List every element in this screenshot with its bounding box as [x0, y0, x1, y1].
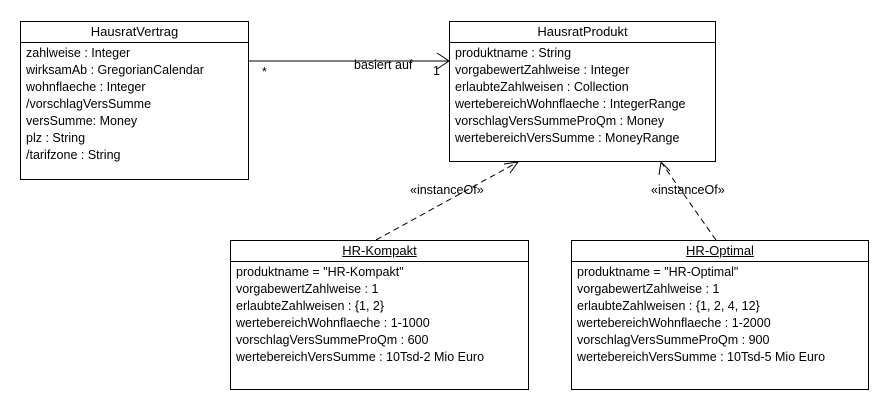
attribute: produktname = "HR-Optimal" [577, 265, 739, 279]
class-name: HausratProdukt [450, 22, 715, 43]
attribute: wohnflaeche : Integer [26, 80, 146, 94]
optimal-dependency-line [660, 161, 717, 241]
attribute: produktname = "HR-Kompakt" [236, 265, 404, 279]
association-label: basiert auf [354, 58, 413, 72]
attribute: vorschlagVersSummeProQm : 600 [236, 333, 429, 347]
target-multiplicity: 1 [433, 64, 440, 78]
attribute: vorschlagVersSummeProQm : 900 [577, 333, 770, 347]
attribute: versSumme: Money [26, 114, 138, 128]
attribute: wertebereichVersSumme : MoneyRange [455, 131, 680, 145]
attribute: wertebereichVersSumme : 10Tsd-5 Mio Euro [577, 350, 826, 364]
attribute: wirksamAb : GregorianCalendar [26, 63, 204, 77]
class-hausratprodukt[interactable]: HausratProdukt produktname : String vorg… [449, 21, 716, 162]
attribute: wertebereichWohnflaeche : 1-1000 [236, 316, 430, 330]
attribute: /tarifzone : String [26, 148, 121, 162]
attribute: vorschlagVersSummeProQm : Money [455, 114, 665, 128]
source-multiplicity: * [262, 65, 267, 79]
attribute: wertebereichWohnflaeche : IntegerRange [455, 97, 686, 111]
attribute: vorgabewertZahlweise : 1 [236, 282, 379, 296]
kompakt-dependency-line [375, 161, 519, 241]
attribute: wertebereichWohnflaeche : 1-2000 [577, 316, 771, 330]
class-hausratvertrag[interactable]: HausratVertrag zahlweise : Integer wirks… [20, 21, 249, 180]
optimal-instanceof-label: «instanceOf» [651, 183, 725, 197]
object-hr-optimal[interactable]: HR-Optimal produktname = "HR-Optimal" vo… [571, 240, 869, 390]
attribute: plz : String [26, 131, 86, 145]
object-name: HR-Optimal [686, 243, 754, 258]
attribute: zahlweise : Integer [26, 46, 131, 60]
attribute: erlaubteZahlweisen : Collection [455, 80, 629, 94]
attribute: /vorschlagVersSumme [26, 97, 152, 111]
kompakt-dependency-arrowhead [503, 161, 520, 174]
attribute: vorgabewertZahlweise : Integer [455, 63, 630, 77]
attribute: vorgabewertZahlweise : 1 [577, 282, 720, 296]
object-hr-kompakt[interactable]: HR-Kompakt produktname = "HR-Kompakt" vo… [230, 240, 529, 390]
attribute: erlaubteZahlweisen : {1, 2, 4, 12} [577, 299, 760, 313]
object-name: HR-Kompakt [342, 243, 417, 258]
class-name: HausratVertrag [21, 22, 248, 43]
attribute: produktname : String [455, 46, 572, 60]
optimal-dependency-arrowhead [658, 160, 671, 176]
kompakt-instanceof-label: «instanceOf» [410, 183, 484, 197]
attribute: wertebereichVersSumme : 10Tsd-2 Mio Euro [236, 350, 485, 364]
attribute: erlaubteZahlweisen : {1, 2} [236, 299, 385, 313]
